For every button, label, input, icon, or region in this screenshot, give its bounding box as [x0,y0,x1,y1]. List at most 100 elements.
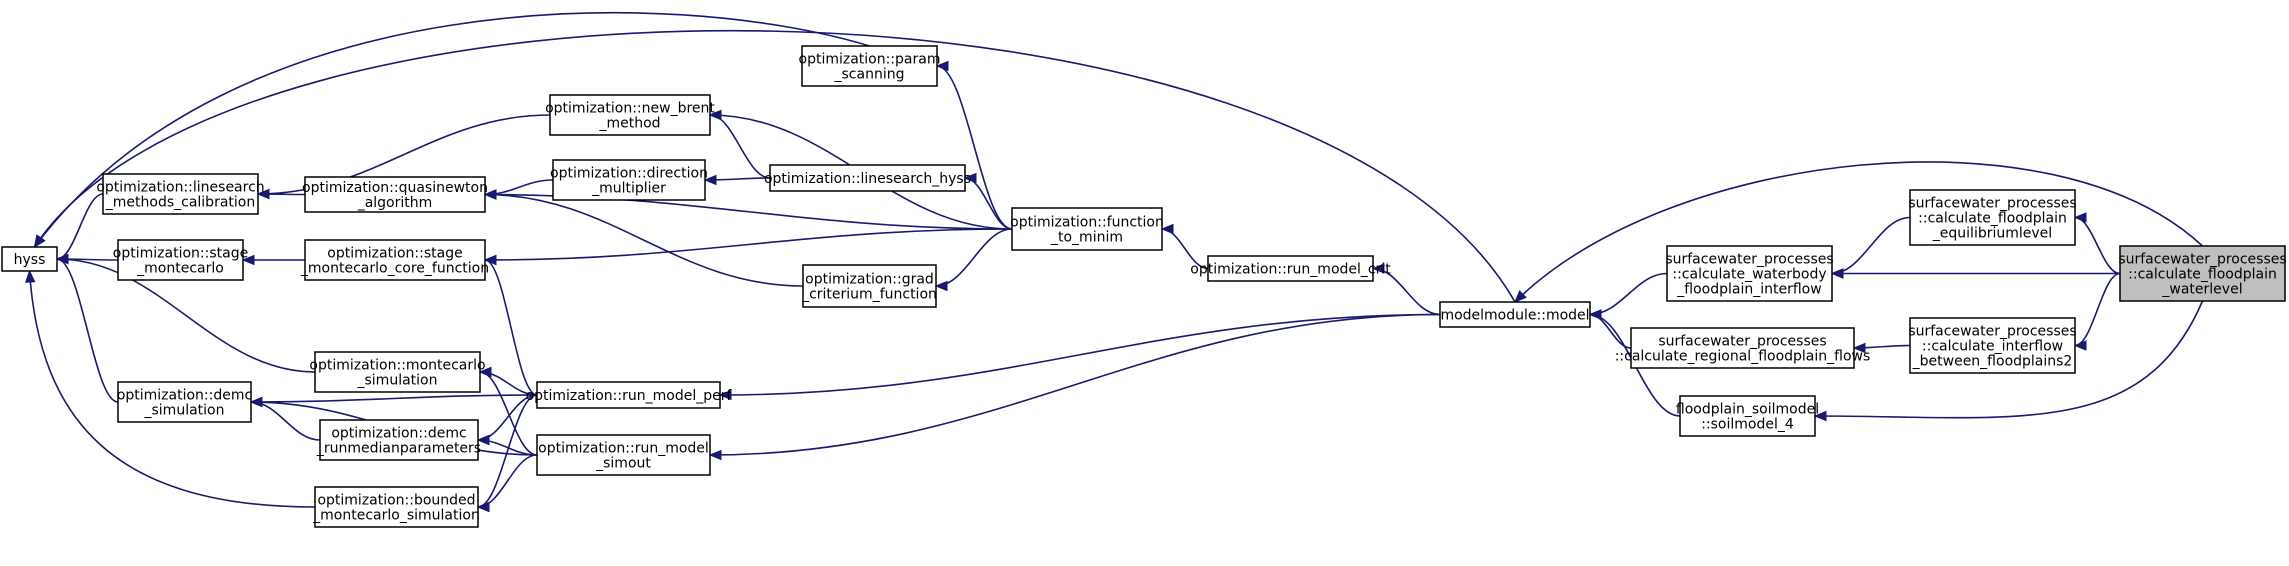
edge-line [2074,216,2121,275]
node-regional[interactable]: surfacewater_processes::calculate_region… [1615,327,1871,369]
arrowhead [476,501,490,513]
edge-waterbody-to-model [1588,272,1668,320]
node-box [314,351,481,393]
edge-mc-sim-to-hyss [55,253,316,373]
node-label: optimization::stage [327,246,462,262]
node-box [1630,327,1855,369]
node-bounded-mc[interactable]: optimization::bounded_montecarlo_simulat… [312,486,480,528]
node-run-crit[interactable]: optimization::run_model_crit [1190,255,1391,282]
node-waterbody[interactable]: surfacewater_processes::calculate_waterb… [1665,245,1834,302]
arrowhead [718,389,732,401]
node-box [536,381,721,409]
edge-interflow2-to-regional [1852,342,1911,354]
arrowhead [241,254,255,266]
node-param-scan[interactable]: optimization::param_scanning [799,45,941,87]
node-new-brent[interactable]: optimization::new_brent_method [545,94,715,136]
node-quasinewton[interactable]: optimization::quasinewton_algorithm [302,176,488,213]
node-box [1909,189,2076,246]
node-box [314,486,479,528]
arrowhead [1830,268,1844,279]
node-label: _to_minim [1050,230,1123,246]
edge-layer [25,12,2204,513]
node-label: floodplain_soilmodel [1676,402,1819,418]
edge-model-to-run-crit [1371,263,1441,316]
node-label: _simulation [357,373,438,389]
node-label: optimization::run_model_crit [1190,262,1391,278]
edge-line [250,401,321,441]
node-label: ::calculate_regional_floodplain_flows [1615,349,1871,365]
node-box [769,164,966,192]
node-soilmodel[interactable]: floodplain_soilmodel::soilmodel_4 [1676,395,1819,437]
node-label: _scanning [834,67,905,83]
node-label: modelmodule::model [1440,308,1589,324]
node-box [1011,207,1163,251]
node-label: _waterlevel [2161,282,2242,298]
node-linesearch-hyss[interactable]: optimization::linesearch_hyss [764,164,971,192]
node-box [552,159,706,201]
node-box [1679,395,1816,437]
node-label: optimization::quasinewton [302,180,488,196]
arrowhead [483,189,497,200]
node-hyss[interactable]: hyss [1,246,58,272]
node-label: _montecarlo_core_function [300,261,489,277]
node-label: optimization::demc [331,426,466,442]
node-direction[interactable]: optimization::direction_multiplier [550,159,708,201]
edge-func-minim-to-param-scan [935,60,1013,230]
edge-line [484,259,538,396]
node-demc-sim[interactable]: optimization::demc_simulation [117,381,252,423]
edge-waterlevel-to-waterbody [1830,268,2120,279]
arrowhead [483,254,497,266]
arrowhead [2073,340,2087,351]
edge-func-minim-to-linesearch-hyss [963,172,1013,230]
node-box [319,419,479,461]
arrowhead [2073,212,2087,223]
edge-func-minim-to-stage-mc-core [483,228,1013,266]
node-equilibrium[interactable]: surfacewater_processes::calculate_floodp… [1908,189,2077,246]
edge-linesearch-hyss-to-direction [703,174,771,186]
edge-line [1589,313,1632,349]
edge-line [1831,216,1911,275]
edge-line [477,394,538,508]
edge-waterlevel-to-equilibrium [2073,212,2121,275]
node-label: hyss [14,252,46,268]
node-waterlevel[interactable]: surfacewater_processes::calculate_floodp… [2118,245,2287,302]
edge-line [1589,272,1668,316]
edge-linesearch-cal-to-hyss [55,193,104,265]
edge-bounded-mc-to-hyss [25,269,316,508]
arrowhead [55,253,69,265]
node-interflow2[interactable]: surfacewater_processes::calculate_interf… [1908,317,2077,374]
node-demc-run[interactable]: optimization::demc_runmedianparameters [316,419,481,461]
edge-line [1814,300,2204,419]
node-run-perf[interactable]: optimization::run_model_perf [526,381,733,409]
node-run-simout[interactable]: optimization::run_model_simout [536,434,711,476]
node-label: ::soilmodel_4 [1701,417,1794,433]
node-stage-mc-core[interactable]: optimization::stage_montecarlo_core_func… [300,239,489,281]
node-label: ::calculate_interflow [1922,339,2063,355]
node-grad[interactable]: optimization::grad_criterium_function [801,264,937,308]
node-stage-mc[interactable]: optimization::stage_montecarlo [113,239,248,281]
node-linesearch-cal[interactable]: optimization::linesearch_methods_calibra… [96,173,265,215]
node-label: optimization::bounded [317,493,475,509]
node-model[interactable]: modelmodule::model [1439,301,1591,328]
node-func-minim[interactable]: optimization::function_to_minim [1010,207,1164,251]
arrowhead [935,60,949,72]
arrowhead [476,434,490,446]
arrowhead [1813,410,1827,422]
arrowhead [1160,223,1174,235]
edge-line [1514,161,2204,303]
arrowhead [25,269,36,283]
node-box [1666,245,1833,302]
node-mc-sim[interactable]: optimization::montecarlo_simulation [309,351,486,393]
node-label: _methods_calibration [105,195,255,211]
edge-line [709,313,1441,456]
node-label: optimization::grad [805,272,934,288]
node-label: _simout [595,456,651,472]
edge-demc-sim-to-hyss [55,253,119,403]
node-label: surfacewater_processes [1908,196,2076,212]
edge-run-simout-to-demc-run [476,434,538,456]
edge-func-minim-to-grad [934,228,1013,292]
edge-run-simout-to-mc-sim [478,366,538,456]
node-label: surfacewater_processes [1908,324,2076,340]
node-label: _simulation [144,403,225,419]
edge-line [964,177,1013,230]
